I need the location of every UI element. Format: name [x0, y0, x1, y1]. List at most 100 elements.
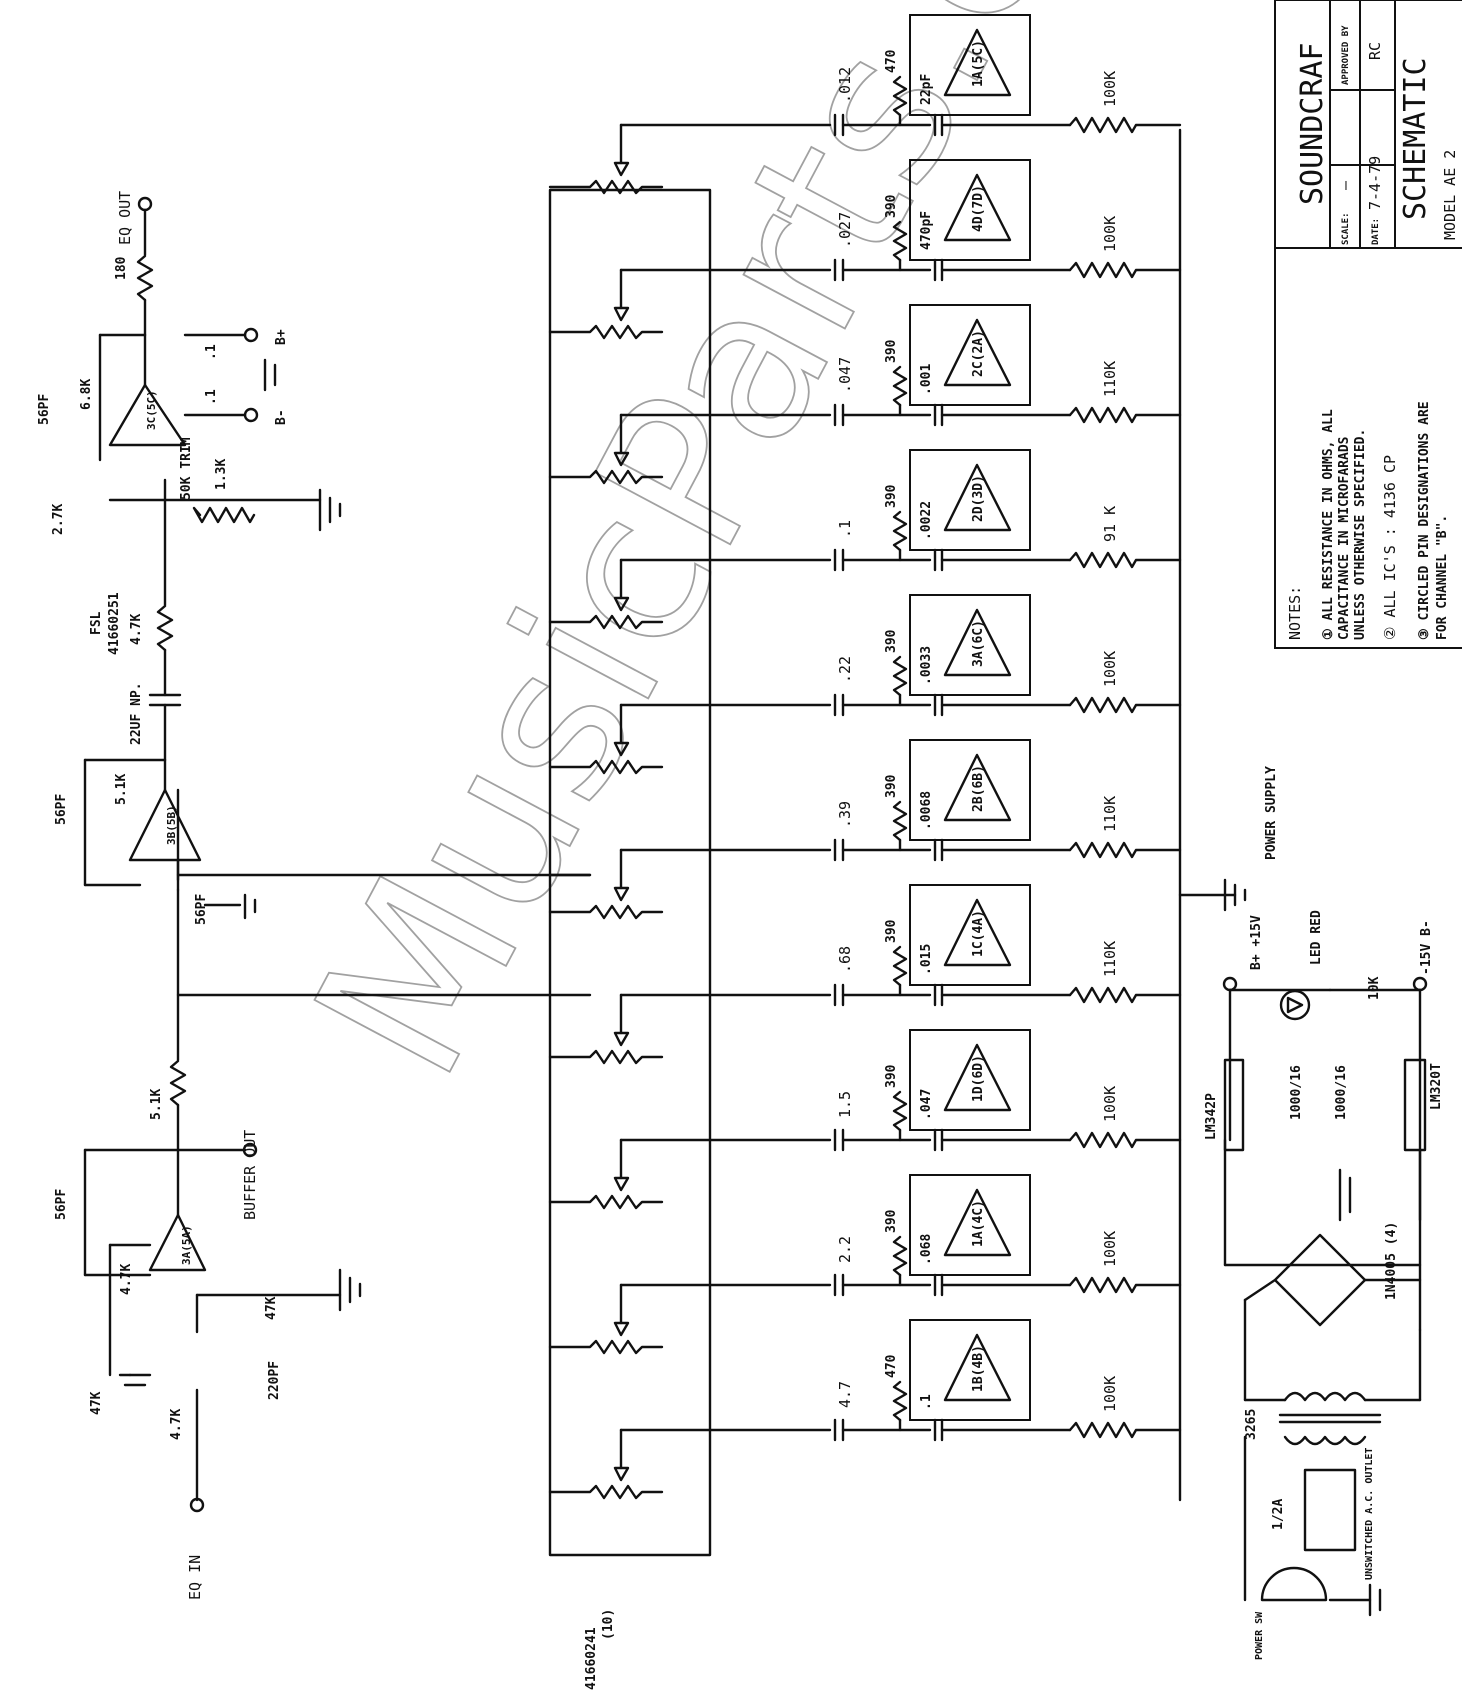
- scale-value: —: [1336, 180, 1354, 190]
- label-op-1: 1A(5C): [971, 40, 986, 87]
- label-transformer: 3265: [1244, 1409, 1259, 1440]
- band-box-1: [909, 14, 1031, 116]
- label-r-shunt: 47K: [89, 1391, 104, 1415]
- pot-3: [548, 469, 664, 485]
- opamp-band-3: [943, 318, 1012, 387]
- b-minus-label: B-: [274, 409, 289, 425]
- label-op-6: 2B(6B): [971, 765, 986, 812]
- note-3b: FOR CHANNEL "B".: [1435, 515, 1450, 640]
- label-r-fb-mid: 5.1K: [114, 774, 129, 805]
- b-plus-label: B+: [274, 329, 289, 345]
- buffer-out-terminal: [242, 1142, 258, 1158]
- note-3: ③ CIRCLED PIN DESIGNATIONS ARE: [1417, 401, 1432, 640]
- approved-value: RC: [1366, 42, 1384, 60]
- label-fader: FSL: [89, 611, 104, 635]
- reg-neg-body: [1403, 1058, 1427, 1152]
- label-op-3: 2C(2A): [971, 330, 986, 377]
- component-labels: EQ IN EQ OUT BUFFER OUT B+ B- 4.7K 47K 4…: [37, 191, 1444, 1690]
- label-r-3: 390: [884, 339, 899, 363]
- power-supply-wiring: [1222, 976, 1428, 1617]
- label-diodes: 1N4005 (4): [1384, 1222, 1399, 1300]
- date-value: 7-4-79: [1366, 156, 1384, 210]
- label-c-series-9: 2.2: [836, 1236, 854, 1263]
- note-1: ① ALL RESISTANCE IN OHMS, ALL: [1321, 409, 1336, 640]
- label-r-out-6: 110K: [1101, 796, 1119, 832]
- pot-wiper-2: [613, 306, 630, 322]
- opamp-band-7: [943, 898, 1012, 967]
- band-box-5: [909, 594, 1031, 696]
- band-box-4: [909, 449, 1031, 551]
- label-r-8: 390: [884, 1064, 899, 1088]
- label-r-7: 390: [884, 919, 899, 943]
- label-fuse: 1/2A: [1271, 1499, 1286, 1530]
- pot-1: [548, 179, 664, 195]
- reg-pos-body: [1223, 1058, 1245, 1152]
- opamp-band-1: [943, 28, 1012, 97]
- label-cap-fb-mid: 56PF: [54, 794, 69, 825]
- resistor-out-9: [1068, 1276, 1182, 1294]
- resistor-r-4: [892, 510, 908, 552]
- label-r-out-5: 100K: [1101, 651, 1119, 687]
- label-cap-fb-in: 56PF: [54, 1189, 69, 1220]
- pot-wiper-6: [613, 886, 630, 902]
- pot-wiper-8: [613, 1176, 630, 1192]
- label-c-small-8: .047: [919, 1089, 934, 1120]
- note-2: ② ALL IC'S : 4136 CP: [1381, 455, 1399, 640]
- transformer-secondary: [1283, 1391, 1367, 1402]
- label-r-4: 390: [884, 484, 899, 508]
- label-decoupling-1: .1: [204, 344, 219, 360]
- ac-outlet: [1303, 1468, 1357, 1552]
- label-reg-neg: LM320T: [1429, 1063, 1444, 1110]
- label-pos-rail: B+ +15V: [1249, 915, 1264, 970]
- opamp-output: [108, 383, 187, 447]
- resistor-out-6: [1068, 841, 1182, 859]
- label-c-series-2: .027: [836, 212, 854, 248]
- bridge-rectifier: [1273, 1233, 1367, 1327]
- label-r-1: 470: [884, 49, 899, 73]
- label-r-in-out: 2.7K: [51, 504, 66, 535]
- label-r-fb-in: 4.7K: [119, 1264, 134, 1295]
- label-opamp-mid: 3B(5B): [165, 805, 178, 845]
- pot-7: [548, 1049, 664, 1065]
- label-opamp-in: 3A(5A): [180, 1225, 193, 1265]
- label-c-series-7: .68: [836, 946, 854, 973]
- title-block: SOUNDCRAF SCALE: — DATE: 7-4-79 APPROVED…: [1274, 0, 1462, 249]
- label-cap-coupling: 22UF NP.: [129, 682, 144, 745]
- label-outlet: UNSWITCHED A.C. OUTLET: [1364, 1448, 1375, 1580]
- label-r-10: 470: [884, 1354, 899, 1378]
- label-c-small-5: .0033: [919, 646, 934, 685]
- label-c-series-4: .1: [836, 520, 854, 538]
- label-c-small-1: 22pF: [919, 74, 934, 105]
- label-op-5: 3A(6C): [971, 620, 986, 667]
- label-cap-shunt-mid: 56PF: [194, 894, 209, 925]
- pot-4: [548, 614, 664, 630]
- label-r-out-7: 110K: [1101, 941, 1119, 977]
- pot-5: [548, 759, 664, 775]
- company-name: SOUNDCRAF: [1295, 42, 1330, 205]
- resistor-r-1: [892, 75, 908, 117]
- notes-block: NOTES: ① ALL RESISTANCE IN OHMS, ALL CAP…: [1274, 247, 1462, 649]
- label-r-out-1: 100K: [1101, 71, 1119, 107]
- label-r-series-in: 47K: [264, 1296, 279, 1320]
- opamp-band-9: [943, 1188, 1012, 1257]
- pot-wiper-7: [613, 1031, 630, 1047]
- band-box-6: [909, 739, 1031, 841]
- band-box-8: [909, 1029, 1031, 1131]
- opamp-band-8: [943, 1043, 1012, 1112]
- model-number: MODEL AE 2: [1441, 150, 1459, 240]
- label-op-10: 1B(4B): [971, 1345, 986, 1392]
- band-box-7: [909, 884, 1031, 986]
- label-c-series-1: .012: [836, 67, 854, 103]
- label-c-small-7: .015: [919, 944, 934, 975]
- pot-8: [548, 1194, 664, 1210]
- label-r-9: 390: [884, 1209, 899, 1233]
- eq-in-terminal: [189, 1497, 205, 1513]
- eq-out-terminal: [137, 196, 153, 212]
- notes-heading: NOTES:: [1286, 586, 1304, 640]
- scale-label: SCALE:: [1341, 212, 1351, 245]
- label-cap-ps-2: 1000/16: [1334, 1065, 1349, 1120]
- label-op-4: 2D(3D): [971, 475, 986, 522]
- band-box-3: [909, 304, 1031, 406]
- label-cap-ps-1: 1000/16: [1289, 1065, 1304, 1120]
